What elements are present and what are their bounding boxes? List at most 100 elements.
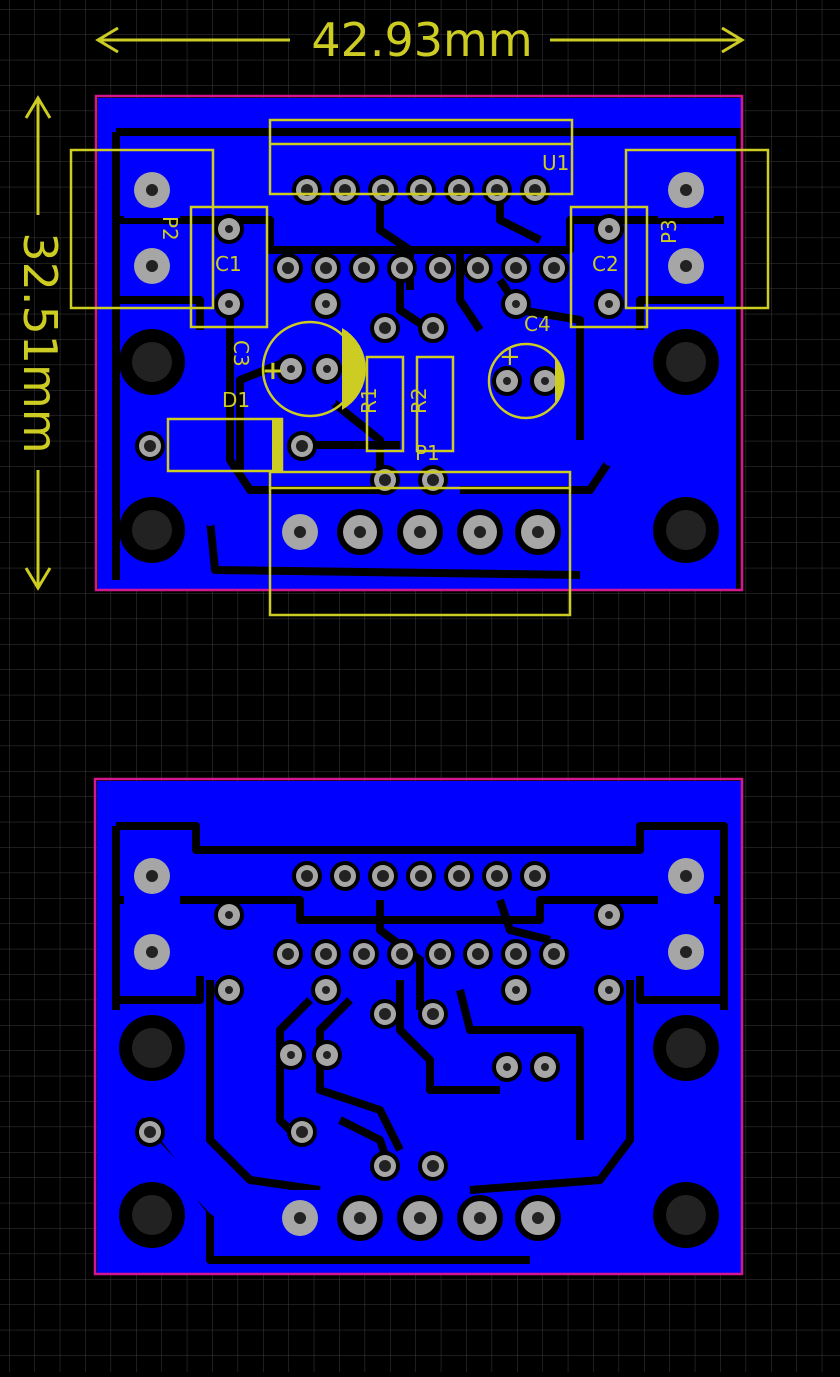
round-pad <box>349 253 379 283</box>
square-pad <box>272 504 328 560</box>
square-pad <box>658 924 714 980</box>
round-pad <box>515 1195 561 1241</box>
top-pads <box>124 162 714 560</box>
round-pad <box>406 175 436 205</box>
top-board-outline <box>94 94 744 592</box>
bottom-layer-view <box>93 777 744 1276</box>
round-pad <box>214 900 244 930</box>
square-pad <box>124 924 180 980</box>
p3-outline <box>624 148 770 310</box>
mounting-hole-center <box>132 1195 172 1235</box>
square-pad <box>124 162 180 218</box>
round-pad <box>312 1040 342 1070</box>
round-pad <box>287 431 317 461</box>
round-pad <box>425 253 455 283</box>
c4-polarity-band <box>555 356 565 406</box>
round-pad <box>594 975 624 1005</box>
round-pad <box>311 975 341 1005</box>
top-layer-view: U1 C1 C2 C4 D1 P1 C3 R1 R2 P2 P3 + + 42.… <box>13 13 770 617</box>
top-clearance-outlines <box>112 128 744 590</box>
round-pad <box>337 1195 383 1241</box>
round-pad <box>501 975 531 1005</box>
round-pad <box>501 939 531 969</box>
c3-polarity-band <box>342 328 367 410</box>
round-pad <box>530 366 560 396</box>
round-pad <box>135 431 165 461</box>
round-pad <box>515 509 561 555</box>
label-u1: U1 <box>542 151 569 175</box>
round-pad <box>418 465 448 495</box>
round-pad <box>370 999 400 1029</box>
round-pad <box>418 1151 448 1181</box>
round-pad <box>370 313 400 343</box>
label-c4: C4 <box>524 312 551 336</box>
round-pad <box>444 861 474 891</box>
label-r2: R2 <box>407 387 431 414</box>
height-dimension-label: 32.51mm <box>13 232 67 453</box>
round-pad <box>530 1052 560 1082</box>
round-pad <box>387 253 417 283</box>
round-pad <box>457 1195 503 1241</box>
square-pad <box>124 848 180 904</box>
label-p2: P2 <box>158 216 182 241</box>
round-pad <box>418 313 448 343</box>
label-p1: P1 <box>415 441 440 465</box>
c3-plus-sign: + <box>262 356 284 386</box>
bottom-board-outline <box>93 777 744 1276</box>
round-pad <box>276 354 306 384</box>
round-pad <box>214 975 244 1005</box>
bottom-pads <box>124 848 714 1246</box>
round-pad <box>368 175 398 205</box>
round-pad <box>387 939 417 969</box>
p2-outline <box>69 148 215 310</box>
round-pad <box>492 1052 522 1082</box>
round-pad <box>397 1195 443 1241</box>
square-pad <box>124 238 180 294</box>
round-pad <box>520 175 550 205</box>
round-pad <box>349 939 379 969</box>
square-pad <box>658 162 714 218</box>
round-pad <box>214 214 244 244</box>
mounting-hole-center <box>132 510 172 550</box>
r2-outline <box>415 355 455 453</box>
u1-outline <box>268 118 574 196</box>
round-pad <box>482 175 512 205</box>
label-c2: C2 <box>592 252 619 276</box>
bottom-clearance-outlines <box>112 822 728 1264</box>
round-pad <box>370 1151 400 1181</box>
round-pad <box>330 175 360 205</box>
round-pad <box>276 1040 306 1070</box>
round-pad <box>418 999 448 1029</box>
label-p3: P3 <box>657 219 681 244</box>
top-mounting-holes <box>119 329 719 563</box>
round-pad <box>214 289 244 319</box>
round-pad <box>457 509 503 555</box>
round-pad <box>406 861 436 891</box>
mounting-hole-center <box>666 1195 706 1235</box>
round-pad <box>337 509 383 555</box>
round-pad <box>397 509 443 555</box>
round-pad <box>594 214 624 244</box>
mounting-hole-center <box>666 1028 706 1068</box>
round-pad <box>425 939 455 969</box>
round-pad <box>273 939 303 969</box>
round-pad <box>594 900 624 930</box>
round-pad <box>520 861 550 891</box>
round-pad <box>444 175 474 205</box>
c1-outline <box>189 205 269 329</box>
round-pad <box>539 253 569 283</box>
round-pad <box>370 465 400 495</box>
label-c3: C3 <box>229 340 253 367</box>
d1-cathode-band <box>272 420 282 470</box>
mounting-hole-center <box>666 342 706 382</box>
label-c1: C1 <box>215 252 242 276</box>
round-pad <box>311 253 341 283</box>
mounting-hole-center <box>132 1028 172 1068</box>
round-pad <box>501 289 531 319</box>
round-pad <box>311 289 341 319</box>
square-pad <box>272 1190 328 1246</box>
square-pad <box>658 238 714 294</box>
round-pad <box>539 939 569 969</box>
label-d1: D1 <box>222 388 250 412</box>
